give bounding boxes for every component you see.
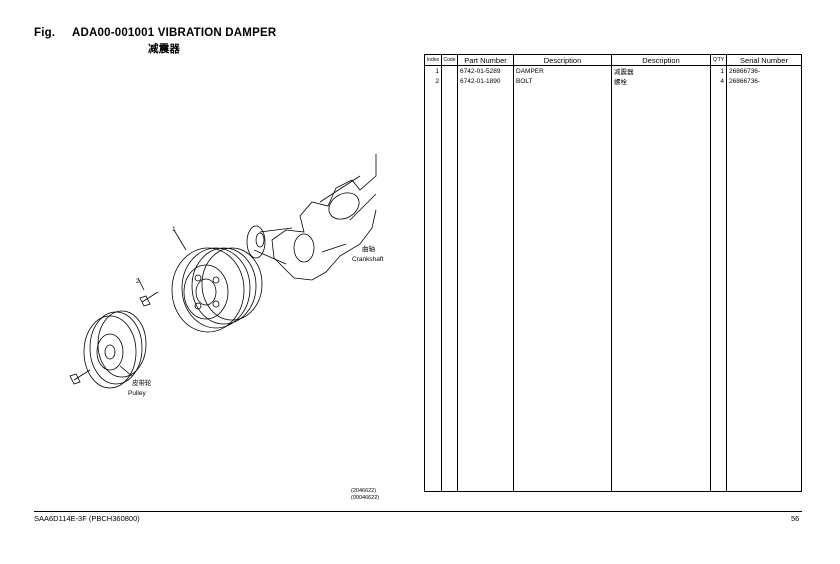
- pulley-label: Pulley: [128, 390, 146, 397]
- crankshaft-label: Crankshaft: [352, 256, 384, 263]
- parts-table: Index Code Part Number Description Descr…: [424, 54, 802, 492]
- crankshaft-label-cn: 曲轴: [362, 246, 375, 253]
- cell-description: DAMPER: [513, 65, 612, 76]
- cell-code: [441, 65, 458, 76]
- table-header-row: Index Code Part Number Description Descr…: [424, 54, 802, 66]
- parts-illustration: [69, 154, 377, 389]
- figure-title-cn: 减震器: [148, 43, 181, 55]
- page-number: 56: [791, 514, 800, 523]
- damper-drawing: [171, 247, 263, 333]
- pulley-label-cn: 皮带轮: [132, 380, 152, 387]
- col-qty: Q'TY: [710, 54, 727, 66]
- table-row: 1 6742-01-5289 DAMPER 减震器 1 26866736-: [424, 65, 802, 76]
- cell-description: BOLT: [513, 76, 612, 86]
- col-description: Description: [513, 54, 612, 66]
- callout-2: 2: [136, 278, 140, 285]
- cell-serial: 26866736-: [726, 76, 802, 86]
- crankshaft-drawing: [246, 154, 377, 281]
- cell-index: 2: [424, 76, 442, 86]
- col-part-number: Part Number: [457, 54, 514, 66]
- cell-description-cn: 减震器: [611, 65, 711, 76]
- cell-part-number: 6742-01-1890: [457, 76, 514, 86]
- model-code: SAA6D114E-3F (PBCH360800): [34, 514, 140, 523]
- cell-qty: 4: [710, 76, 727, 86]
- cell-part-number: 6742-01-5289: [457, 65, 514, 76]
- cell-index: 1: [424, 65, 442, 76]
- table-filler-row: [424, 86, 802, 492]
- col-index: Index: [424, 54, 442, 66]
- footer-divider: [34, 511, 802, 512]
- cell-code: [441, 76, 458, 86]
- table-row: 2 6742-01-1890 BOLT 螺栓 4 26866736-: [424, 76, 802, 86]
- callout-1: 1: [172, 226, 176, 233]
- parts-table-container: Index Code Part Number Description Descr…: [424, 54, 802, 512]
- bolt-drawing: [69, 291, 159, 385]
- cell-description-cn: 螺栓: [611, 76, 711, 86]
- drawing-code: (2046622) (00046622): [351, 488, 380, 501]
- figure-title: ADA00-001001 VIBRATION DAMPER: [72, 27, 277, 39]
- col-code: Code: [441, 54, 458, 66]
- fig-label: Fig.: [34, 27, 56, 39]
- pulley-drawing: [83, 310, 147, 389]
- col-description-cn: Description: [611, 54, 711, 66]
- col-serial: Serial Number: [726, 54, 802, 66]
- cell-serial: 26866736-: [726, 65, 802, 76]
- cell-qty: 1: [710, 65, 727, 76]
